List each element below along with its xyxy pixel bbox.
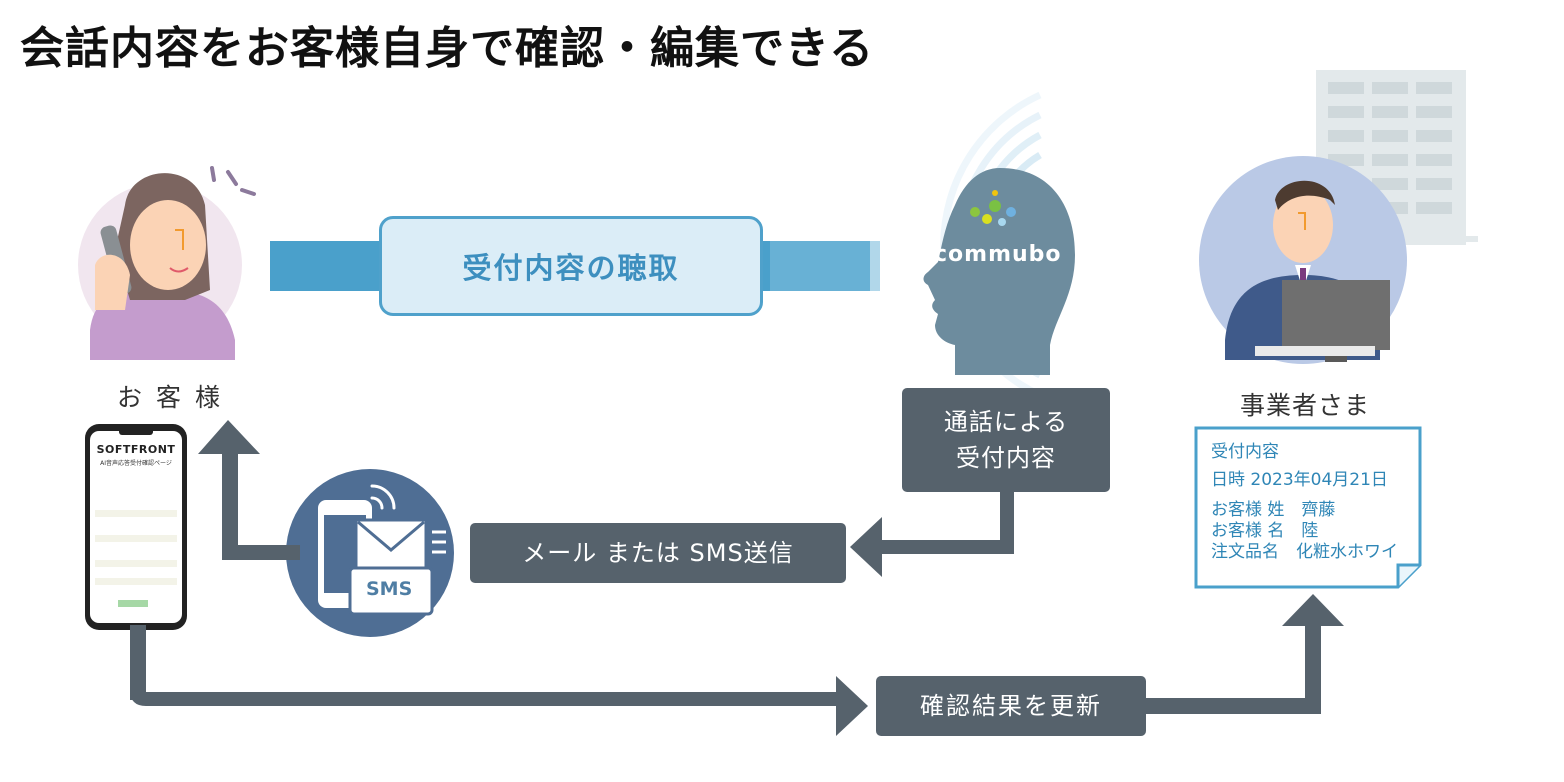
phone-page-title: AI音声応答受付確認ページ [100, 460, 172, 467]
call-content-line1: 通話による [943, 408, 1069, 436]
smartphone-icon [85, 424, 187, 630]
bot-head-icon [923, 168, 1075, 375]
bot-logo-dots-icon [970, 190, 1016, 226]
doc-line: 注文品名 化粧水ホワイ [1211, 542, 1398, 562]
page-title: 会話内容をお客様自身で確認・編集できる [20, 23, 875, 74]
phone-brand: SOFTFRONT [96, 443, 176, 456]
sms-label: SMS [366, 578, 413, 600]
doc-line: お客様 名 陸 [1211, 521, 1319, 541]
business-label: 事業者さま [1239, 391, 1370, 420]
customer-label: お 客 様 [117, 383, 223, 412]
listen-box: 受付内容の聴取 [379, 216, 763, 316]
receipt-document-icon [1194, 426, 1422, 589]
receipt-document: 受付内容 日時 2023年04月21日 お客様 姓 齊藤 お客様 名 陸 注文品… [1198, 430, 1420, 586]
call-content-box: 通話による 受付内容 [902, 388, 1110, 492]
bot-logo-text: commubo [934, 242, 1062, 267]
doc-line: お客様 姓 齊藤 [1211, 500, 1336, 520]
phone-brand-text: SOFTFRONT [96, 443, 176, 456]
doc-line: 受付内容 [1211, 442, 1279, 462]
update-box: 確認結果を更新 [876, 676, 1146, 736]
doc-line: 日時 2023年04月21日 [1211, 470, 1388, 490]
business-avatar [1199, 156, 1407, 364]
call-content-line2: 受付内容 [956, 444, 1056, 472]
flow-arrows [130, 420, 1344, 736]
customer-avatar [78, 166, 256, 360]
sms-mail-icon [286, 469, 454, 637]
send-box: メール または SMS送信 [470, 523, 846, 583]
